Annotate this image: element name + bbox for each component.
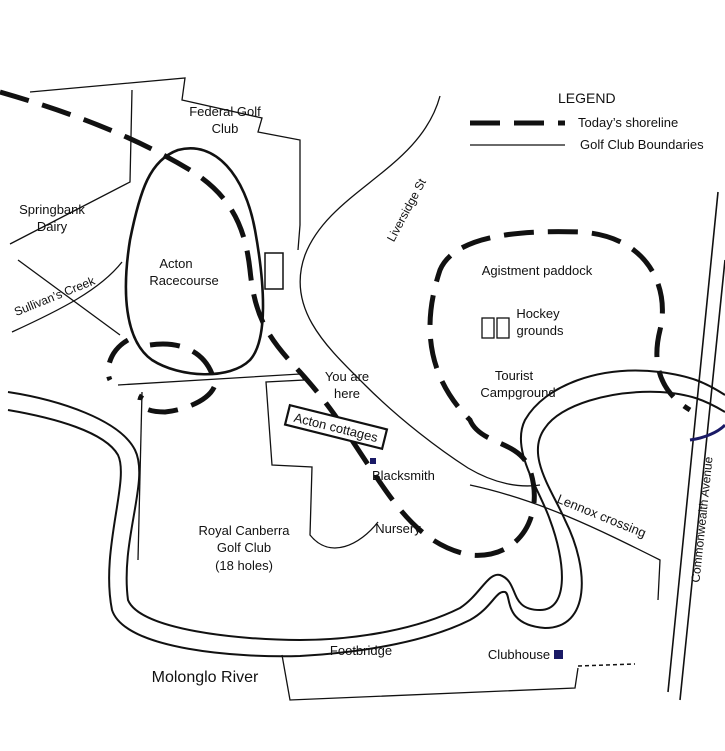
- clubhouse-label: Clubhouse: [488, 647, 550, 662]
- commonwealth-avenue-west: [667, 191, 719, 693]
- hockey-label-2: grounds: [517, 323, 564, 338]
- footbridge-label: Footbridge: [330, 643, 392, 658]
- racecourse-label-2: Racecourse: [149, 273, 218, 288]
- grandstand: [264, 252, 284, 290]
- liversidge-street: [299, 95, 541, 487]
- springbank-label-2: Dairy: [37, 219, 68, 234]
- clubhouse-dashed-boundary: [577, 663, 636, 667]
- tourist-label-2: Campground: [480, 385, 555, 400]
- clubhouse-marker: [554, 650, 563, 659]
- molonglo-river-label: Molonglo River: [152, 669, 259, 686]
- acton-cottages-box: Acton cottages: [283, 403, 389, 451]
- agistment-paddock-label: Agistment paddock: [482, 263, 593, 278]
- hockey-ground-2: [496, 317, 510, 339]
- hockey-label-1: Hockey: [516, 306, 560, 321]
- river-south-bank: [7, 390, 725, 658]
- you-are-here-label-1: You are: [325, 369, 369, 384]
- federal-golf-club-label-2: Club: [212, 121, 239, 136]
- commonwealth-avenue-label: Commonwealth Avenue: [688, 456, 715, 584]
- legend: LEGEND Today’s shoreline Golf Club Bound…: [470, 90, 704, 152]
- blacksmith-label: Blacksmith: [372, 468, 435, 483]
- molonglo-river: [7, 369, 725, 658]
- federal-golf-club-label-1: Federal Golf: [189, 104, 261, 119]
- acton-cottages-outline: [283, 403, 389, 451]
- racecourse-label-1: Acton: [159, 256, 192, 271]
- hockey-ground-1: [481, 317, 495, 339]
- royal-canberra-boundary-bottom: [281, 654, 579, 701]
- shoreline-west-loop: [105, 337, 218, 415]
- liversidge-street-label: Liversidge St: [384, 176, 429, 244]
- nursery-label: Nursery: [375, 521, 421, 536]
- royal-canberra-label-1: Royal Canberra: [198, 523, 290, 538]
- river-north-bank: [7, 369, 725, 642]
- legend-shoreline-label: Today’s shoreline: [578, 115, 678, 130]
- map-labels: Federal Golf Club Springbank Dairy Sulli…: [12, 104, 716, 686]
- federal-golf-boundary: [29, 77, 301, 251]
- lennox-crossing-road: [469, 484, 661, 601]
- golf-club-boundaries: [9, 77, 725, 701]
- shoreline-north: [0, 89, 692, 558]
- tourist-label-1: Tourist: [495, 368, 534, 383]
- racecourse-track: [124, 147, 265, 376]
- sullivans-creek-label: Sullivan’s Creek: [12, 273, 98, 319]
- legend-title: LEGEND: [558, 90, 616, 106]
- avenue-shoreline-marker: [689, 423, 725, 442]
- commonwealth-avenue-east: [679, 259, 725, 701]
- springbank-label-1: Springbank: [19, 202, 85, 217]
- blacksmith-marker: [370, 458, 376, 464]
- sullivans-creek: [11, 261, 123, 333]
- springbank-line: [9, 89, 133, 245]
- todays-shoreline: [0, 89, 725, 558]
- you-are-here-label-2: here: [334, 386, 360, 401]
- springbank-creek-line: [17, 259, 121, 336]
- royal-canberra-label-3: (18 holes): [215, 558, 273, 573]
- royal-canberra-label-2: Golf Club: [217, 540, 271, 555]
- legend-boundary-label: Golf Club Boundaries: [580, 137, 704, 152]
- lennox-crossing-label: Lennox crossing: [555, 491, 648, 540]
- royal-canberra-boundary: [117, 373, 379, 549]
